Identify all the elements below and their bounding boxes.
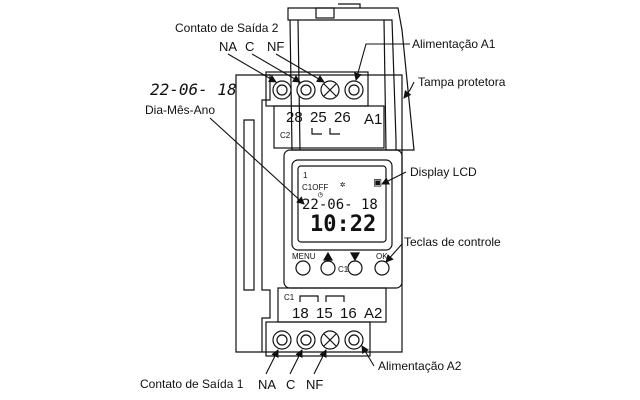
- lcd-frame: [291, 159, 393, 251]
- bottom-terminal-block: [265, 321, 371, 357]
- lcd-index: 1: [303, 171, 308, 180]
- output1-na: NA: [258, 377, 277, 392]
- key-up: [320, 260, 336, 276]
- terminal-26: 26: [334, 109, 351, 126]
- rail-body: [235, 74, 271, 353]
- output1-c: C: [286, 377, 296, 392]
- lcd-time: 10:22: [310, 212, 377, 237]
- terminal-c1: C1: [284, 293, 295, 302]
- output2-na: NA: [219, 39, 238, 54]
- output2-c: C: [245, 39, 255, 54]
- supply-a2-label: Alimentação A2: [378, 359, 462, 373]
- lcd-date: 22-06- 18: [302, 197, 378, 213]
- leader-nf1: [313, 349, 327, 375]
- top-screws: [272, 80, 364, 100]
- terminal-28: 28: [286, 109, 303, 126]
- leader-cover: [403, 81, 415, 99]
- leader-date: [209, 117, 305, 205]
- protective-cover: [287, 7, 415, 151]
- leader-na2: [227, 53, 277, 83]
- date-format-label: Dia-Mês-Ano: [145, 103, 216, 117]
- output2-nf: NF: [267, 39, 285, 54]
- key-menu: [295, 260, 311, 276]
- bottom-screws: [272, 330, 364, 350]
- terminal-25: 25: [310, 109, 327, 126]
- terminal-16: 16: [340, 305, 357, 322]
- lcd-label: Display LCD: [410, 165, 477, 179]
- leader-lcd: [381, 171, 407, 185]
- leader-c1: [289, 349, 303, 375]
- cover-label: Tampa protetora: [418, 75, 506, 89]
- supply-a1-label: Alimentação A1: [412, 37, 496, 51]
- terminal-c2: C2: [280, 131, 291, 140]
- leader-a2: [361, 345, 375, 367]
- key-c1-label: C1: [338, 265, 349, 274]
- key-down: [347, 260, 363, 276]
- leader-nf2: [275, 53, 325, 83]
- key-ok: [374, 260, 390, 276]
- leader-a1: [354, 43, 410, 81]
- leader-keys: [385, 243, 403, 263]
- output2-title: Contato de Saída 2: [175, 21, 279, 35]
- terminal-a2: A2: [364, 305, 383, 322]
- lcd-channel-state: C1OFF: [302, 183, 329, 192]
- terminal-15: 15: [316, 305, 333, 322]
- keys-label: Teclas de controle: [404, 235, 501, 249]
- leader-na1: [265, 349, 279, 375]
- date-example: 22-06- 18: [150, 80, 237, 99]
- key-ok-label: OK: [376, 252, 388, 261]
- rail-inner: [243, 119, 255, 291]
- leader-c2: [251, 53, 301, 83]
- clock-icon: ◷: [318, 190, 323, 199]
- output1-nf: NF: [306, 377, 324, 392]
- terminal-a1: A1: [364, 111, 383, 128]
- sun-icon: ✲: [340, 180, 346, 190]
- battery-icon: ▣: [374, 175, 382, 189]
- output1-title: Contato de Saída 1: [140, 377, 244, 391]
- key-menu-label: MENU: [292, 252, 316, 261]
- terminal-18: 18: [292, 305, 309, 322]
